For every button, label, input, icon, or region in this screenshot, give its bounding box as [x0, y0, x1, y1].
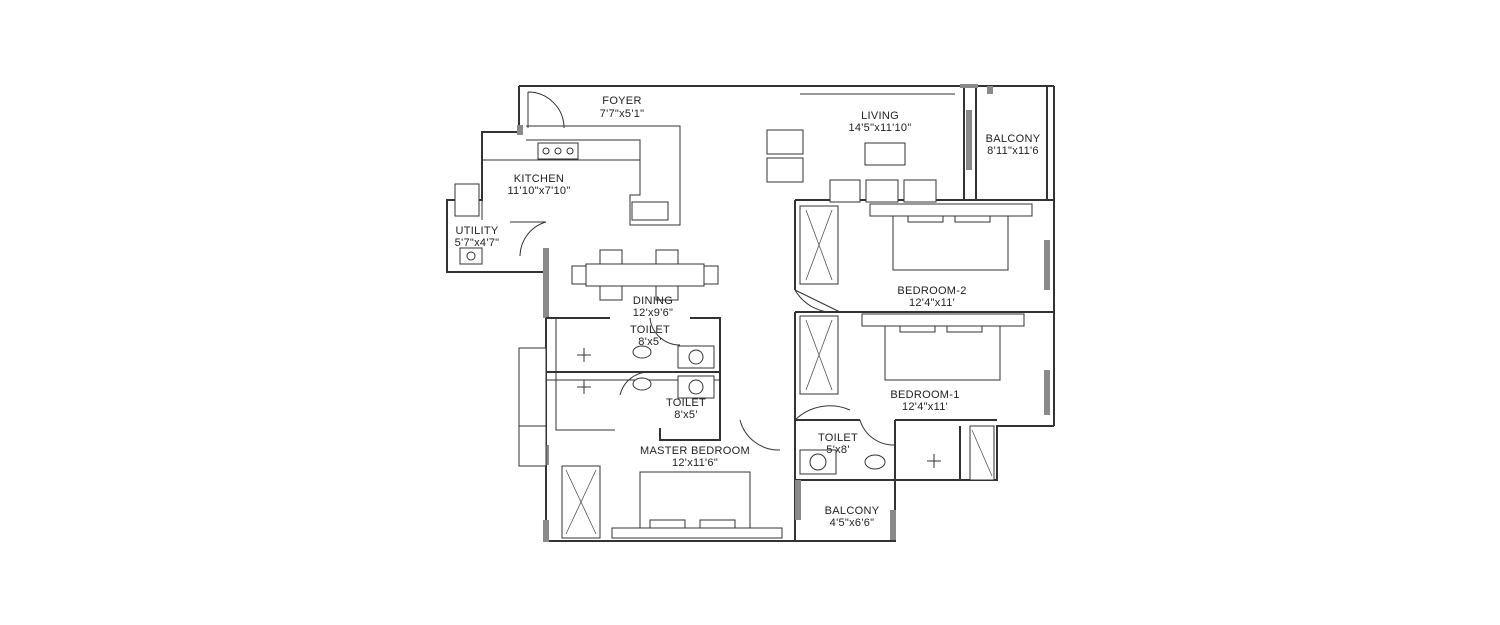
room-size-utility: 5'7"x4'7"	[455, 237, 500, 249]
room-size-bedroom-1: 12'4"x11'	[902, 401, 948, 413]
room-label-bedroom-1: BEDROOM-1	[890, 389, 959, 401]
room-size-balcony-1: 8'11"x11'6	[987, 145, 1039, 157]
room-label-toilet-3: TOILET	[818, 432, 858, 444]
room-label-master-bedroom: MASTER BEDROOM	[640, 445, 750, 457]
room-size-kitchen: 11'10"x7'10"	[507, 185, 570, 197]
room-size-dining: 12'x9'6"	[633, 307, 673, 319]
room-size-living: 14'5"x11'10"	[848, 122, 911, 134]
room-label-kitchen: KITCHEN	[514, 173, 564, 185]
shower-icon	[577, 345, 941, 475]
room-label-dining: DINING	[633, 295, 673, 307]
bed-icon	[611, 203, 1033, 539]
stove-icon	[537, 142, 579, 160]
wc-icon	[632, 345, 886, 470]
room-label-toilet-2: TOILET	[666, 397, 706, 409]
room-label-foyer: FOYER	[602, 95, 641, 107]
room-size-bedroom-2: 12'4"x11'	[909, 297, 955, 309]
room-size-toilet-2: 8'x5'	[674, 409, 697, 421]
room-label-utility: UTILITY	[455, 225, 498, 237]
room-label-balcony-2: BALCONY	[825, 505, 880, 517]
interior-walls	[481, 93, 1054, 480]
room-size-toilet-3: 5'x8'	[826, 444, 849, 456]
room-label-bedroom-2: BEDROOM-2	[897, 285, 966, 297]
sofa-icon	[766, 129, 937, 203]
dining-table-icon	[571, 249, 719, 301]
outer-walls	[446, 84, 1055, 542]
room-size-toilet-1: 8'x5'	[638, 336, 661, 348]
room-size-foyer: 7'7"x5'1"	[600, 108, 645, 120]
door-swing-icon	[510, 91, 896, 451]
wardrobe-icon	[561, 205, 995, 539]
room-label-living: LIVING	[861, 110, 899, 122]
room-label-balcony-1: BALCONY	[986, 133, 1041, 145]
room-labels: FOYER 7'7"x5'1" LIVING 14'5"x11'10" BALC…	[455, 95, 1041, 529]
room-label-toilet-1: TOILET	[630, 324, 670, 336]
room-size-balcony-2: 4'5"x6'6"	[830, 517, 875, 529]
wardrobe-icon	[518, 347, 547, 427]
sink-icon	[454, 183, 669, 265]
room-size-master-bedroom: 12'x11'6"	[672, 457, 718, 469]
